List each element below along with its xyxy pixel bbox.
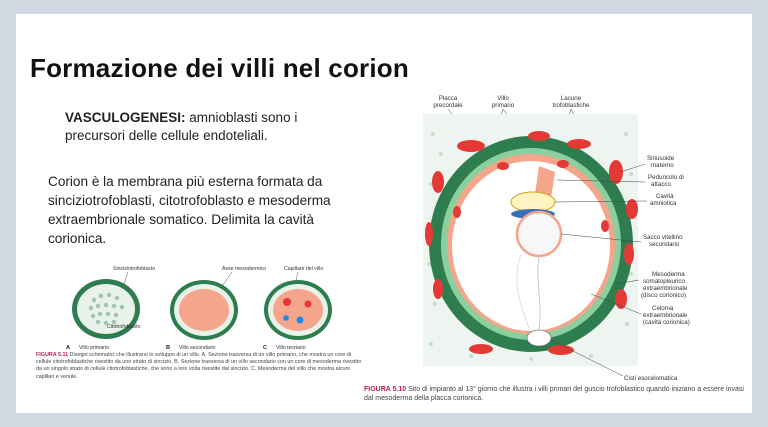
label-sinusoide-1: Sinusoide [647,155,675,162]
figure-5-10-caption-text: Sito di impianto al 13° giorno che illus… [364,386,744,403]
exocoelomic-cyst [526,329,552,347]
label-sinusoide-2: materno [651,162,674,169]
label-celoma-3: (cavità corionica) [643,319,690,326]
villus-secondary [170,280,238,340]
slide: Formazione dei villi nel corion VASCULOG… [16,14,752,413]
figure-5-11-caption-label: FIGURA 5.11 [36,352,69,358]
label-lacune-1: Lacune [561,95,582,102]
label-sacco-2: secondario [649,241,680,248]
label-cisti: Cisti esocelomatica [624,375,678,382]
panel-c-name: Villo terziario [276,345,306,351]
label-mesoderma-3: extraembrionale [643,285,688,292]
panel-a-letter: A [66,345,70,351]
panel-a-name: Villo primario [79,345,109,351]
figure-5-10-implantation: Placca precordale Villo primario Lacune … [423,95,690,382]
label-placca-2: precordale [433,102,463,109]
vasculogenesis-text: VASCULOGENESI: amnioblasti sono i precur… [65,109,335,145]
label-celoma-1: Celoma [652,305,674,312]
vasculogenesis-label: VASCULOGENESI: [65,110,186,125]
label-axis: Asse mesodermico [222,266,266,272]
figure-5-10-caption-label: FIGURA 5.10 [364,386,407,393]
label-syncytio: Sinciziotrofoblasto [113,266,155,272]
vasculogenesis-body: amnioblasti sono i precursori delle cell… [65,110,298,143]
villus-tertiary [264,280,332,340]
figure-5-11-villi: Sinciziotrofoblasto Asse mesodermico Cap… [66,266,332,351]
slide-title: Formazione dei villi nel corion [30,53,409,83]
label-mesoderma-1: Mesoderma [652,271,685,278]
label-capillary: Capillare del villo [284,266,323,272]
corion-paragraph: Corion è la membrana più esterna formata… [48,174,331,246]
label-cyto: Citotrofoblasto [107,324,141,330]
label-peduncolo-2: attacco [651,181,672,188]
label-mesoderma-2: somatopleurico [643,278,686,285]
label-celoma-2: extraembrionale [643,312,688,319]
label-villo-2: primario [492,102,515,109]
label-mesoderma-4: (disco corionico) [641,292,686,299]
label-amniotica-1: Cavità [656,193,674,200]
yolk-sac [515,210,563,258]
panel-b-name: Villo secondario [179,345,216,351]
panel-b-letter: B [166,345,170,351]
figure-5-11-caption: FIGURA 5.11 Disegni schematici che illus… [36,352,366,381]
panel-c-letter: C [263,345,267,351]
label-amniotica-2: amniotica [650,200,677,207]
label-peduncolo-1: Peduncolo di [648,174,684,181]
villus-primary [72,279,140,339]
figure-5-11-caption-text: Disegni schematici che illustrano lo svi… [36,352,362,380]
label-villo-1: Villo [497,95,509,102]
trophoblastic-lacunae [425,131,638,355]
connecting-stalk [535,166,555,198]
label-placca-1: Placca [439,95,458,102]
label-sacco-1: Sacco vitellino [643,234,683,241]
figure-5-10-caption: FIGURA 5.10 Sito di impianto al 13° gior… [364,385,749,404]
label-lacune-2: trofoblastiche [553,102,590,109]
